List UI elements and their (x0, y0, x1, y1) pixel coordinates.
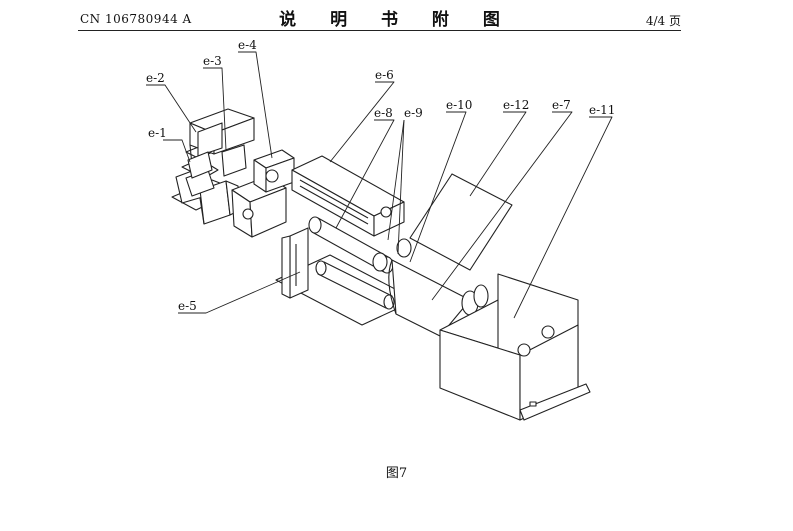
label-e-2: e-2 (146, 71, 165, 85)
label-e-11: e-11 (589, 103, 615, 117)
page-title: 说 明 书 附 图 (279, 10, 514, 30)
label-e-4: e-4 (238, 38, 257, 52)
bracket-assembly (171, 108, 255, 225)
label-e-8: e-8 (374, 106, 393, 120)
label-e-9: e-9 (404, 106, 423, 120)
label-e-12: e-12 (503, 98, 529, 112)
collection-box (439, 273, 591, 421)
page-number: 4/4 页 (645, 14, 681, 28)
patent-number: CN 106780944 A (80, 12, 192, 26)
label-e-1: e-1 (148, 126, 167, 140)
label-e-5: e-5 (178, 299, 197, 313)
rollers (308, 216, 412, 310)
upper-frame (291, 155, 405, 237)
label-e-3: e-3 (203, 54, 222, 68)
part-labels: e-1 e-2 e-3 e-4 e-5 e-6 e-7 e-8 e-9 e-10… (146, 38, 615, 313)
leader-lines (146, 51, 613, 319)
label-e-7: e-7 (552, 98, 571, 112)
lower-frame (275, 227, 417, 326)
header-rule (78, 30, 681, 31)
material-sheet (388, 173, 513, 337)
label-e-6: e-6 (375, 68, 394, 82)
label-e-10: e-10 (446, 98, 472, 112)
figure-caption: 图7 (385, 466, 408, 481)
